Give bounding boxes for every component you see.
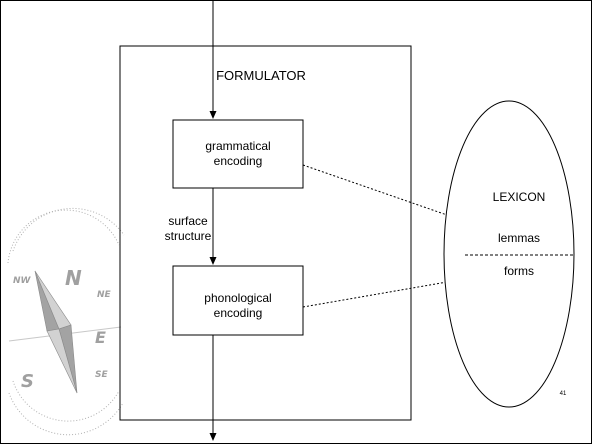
output-arrowhead-icon [209, 433, 217, 441]
compass-n-label: N [65, 266, 82, 290]
grammatical-encoding-box [172, 119, 304, 189]
compass-watermark-icon: N S E NW NE SE [7, 207, 125, 436]
formulator-box [119, 45, 412, 421]
grammatical-line2: encoding [213, 154, 263, 168]
surface-arrowhead-icon [209, 257, 217, 265]
lexicon-forms-label: forms [504, 264, 534, 278]
compass-nw-label: NW [13, 276, 32, 286]
lexicon-lemmas-label: lemmas [497, 231, 540, 245]
compass-e-label: E [95, 328, 106, 347]
compass-ne-label: NE [97, 290, 112, 300]
compass-s-label: S [21, 371, 34, 392]
compass-se-label: SE [95, 370, 108, 380]
grammatical-line1: grammatical [205, 139, 271, 153]
surface-line2: structure [164, 229, 212, 243]
phonological-encoding-box [172, 265, 304, 336]
form-connection-line [302, 281, 448, 308]
surface-structure-label: surface structure [155, 214, 221, 244]
page-number: 41 [559, 391, 567, 397]
formulator-title: FORMULATOR [216, 68, 306, 83]
lemma-connection-line [302, 164, 448, 216]
grammatical-encoding-label: grammatical encoding [173, 139, 303, 169]
lexicon-ellipse [443, 100, 575, 408]
phonological-line1: phonological [204, 291, 272, 305]
phonological-line2: encoding [213, 306, 263, 320]
lexicon-title: LEXICON [492, 190, 546, 204]
phonological-encoding-label: phonological encoding [173, 291, 303, 321]
surface-line1: surface [168, 214, 208, 228]
input-arrowhead-icon [209, 111, 217, 119]
